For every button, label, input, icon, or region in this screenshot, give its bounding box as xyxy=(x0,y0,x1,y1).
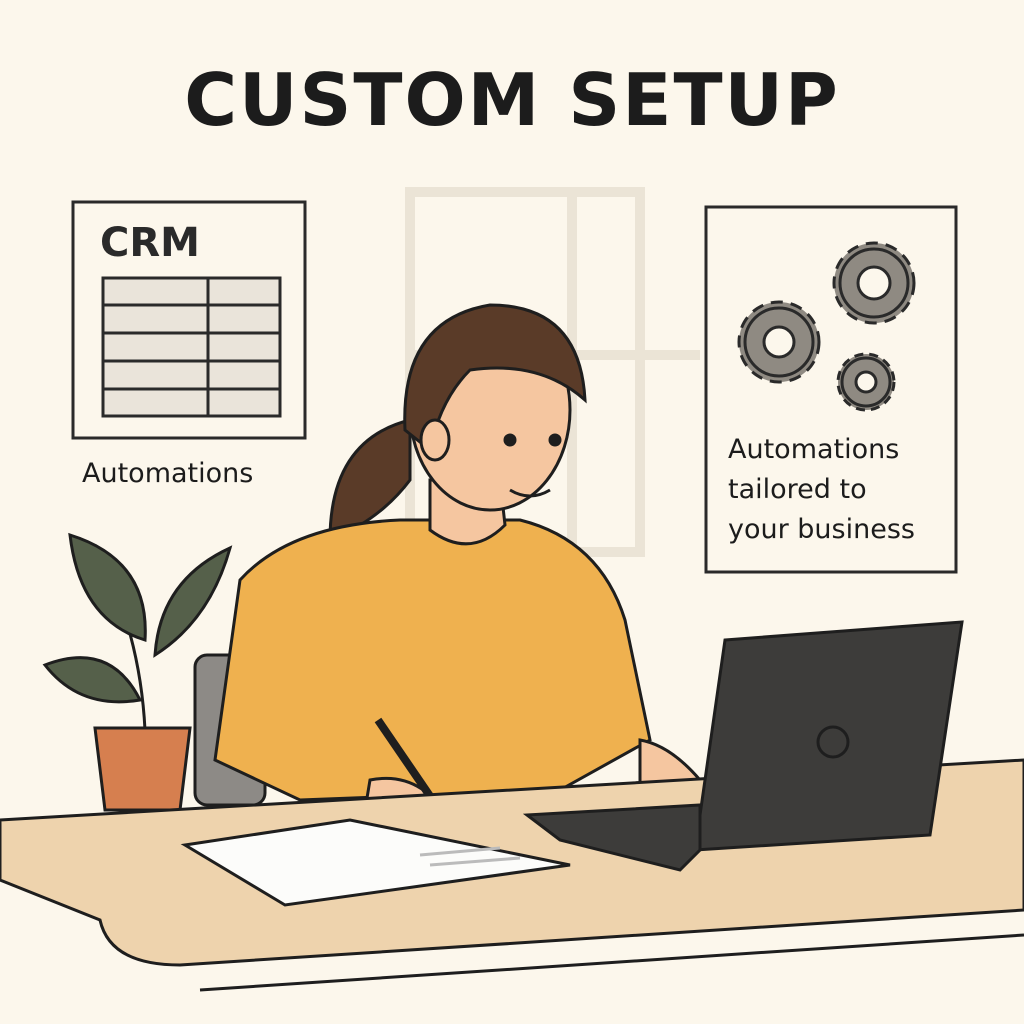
gears-caption: Automations tailored to your business xyxy=(728,430,915,550)
page-title: CUSTOM SETUP xyxy=(184,58,840,142)
gear-icon xyxy=(832,241,916,325)
caption-line: Automations xyxy=(728,434,900,465)
gear-icon xyxy=(836,352,896,412)
laptop xyxy=(522,620,964,872)
caption-line: your business xyxy=(728,514,915,545)
crm-panel xyxy=(71,200,307,440)
gear-icon xyxy=(737,300,821,384)
crm-caption: Automations xyxy=(82,458,254,489)
notebook xyxy=(180,818,571,907)
caption-line: tailored to xyxy=(728,474,867,505)
plant xyxy=(42,532,233,812)
crm-heading: CRM xyxy=(100,220,200,266)
gears-panel xyxy=(704,205,958,574)
